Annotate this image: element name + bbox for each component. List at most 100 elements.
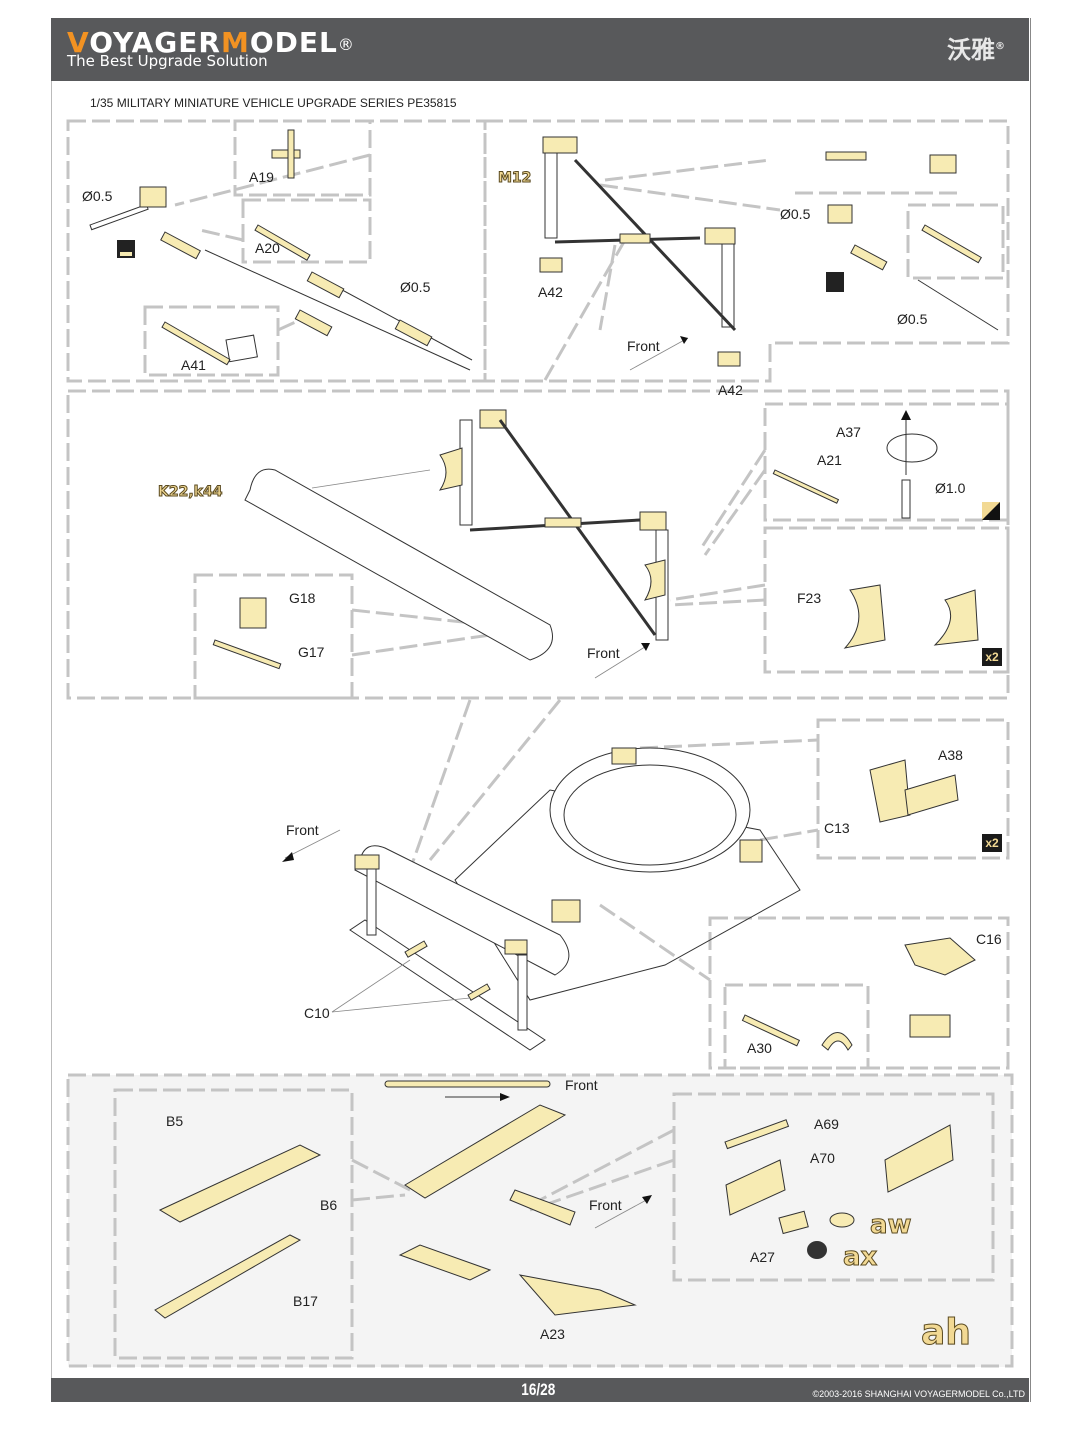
part-label-k22: K22,k44 — [157, 484, 223, 501]
m12-sleeve — [619, 233, 651, 244]
callout-lines-right — [599, 738, 819, 982]
section-frames — [66, 119, 1014, 1368]
part-a20-right — [921, 224, 982, 264]
rack-bracket-right — [504, 939, 528, 955]
sleeve-right — [850, 244, 888, 271]
turret-ring-inner — [563, 764, 737, 866]
brand-text-odel: ODEL — [249, 26, 338, 59]
part-a70-shape — [725, 1159, 786, 1216]
part-label-c10: C10 — [304, 1005, 330, 1021]
frame-f23 — [763, 526, 1010, 674]
part-a42-right-shape — [717, 351, 741, 367]
part-label-b5: B5 — [166, 1113, 184, 1129]
part-label-f23: F23 — [797, 590, 822, 606]
brand-tagline: The Best Upgrade Solution — [67, 52, 268, 70]
front-arrow-head-4 — [642, 1195, 652, 1204]
part-a38-mounted — [611, 747, 637, 765]
part-f23-shape — [843, 584, 886, 649]
bracket-left — [139, 186, 167, 208]
sleeve-mid-1 — [306, 271, 345, 299]
callout-lines-section4 — [351, 1128, 675, 1212]
m12-diagonal-rod — [573, 158, 737, 332]
frame-sleeve — [544, 517, 582, 528]
turret-ring-outer — [549, 747, 751, 873]
part-b6-grate — [158, 1144, 322, 1223]
brand-text-oyager: OYAGER — [89, 26, 221, 59]
rod-long-2 — [319, 277, 473, 361]
part-c10-a — [404, 940, 428, 958]
frame-a38 — [816, 718, 1010, 860]
part-label-a21: A21 — [817, 452, 842, 468]
frame-a19 — [233, 119, 372, 197]
frame-b5 — [113, 1088, 354, 1360]
front-label-3: Front — [286, 822, 319, 838]
bracket-right-top — [929, 154, 957, 174]
part-a69-shape — [724, 1119, 790, 1150]
callout-lines-section1 — [174, 153, 781, 381]
part-a21-shape — [772, 469, 840, 504]
m12-bracket-top-left — [542, 136, 578, 154]
part-a27-shape — [778, 1210, 809, 1235]
part-label-ax: ax — [842, 1242, 878, 1273]
part-a30-shape — [741, 1014, 801, 1047]
sleeve-left — [160, 231, 201, 260]
part-label-m12: M12 — [497, 170, 532, 187]
box-left — [398, 1244, 492, 1281]
brand-logo: VOYAGERMODEL® — [67, 28, 355, 58]
frame-section1-right — [483, 119, 1010, 383]
rod-label-right-top: Ø0.5 — [780, 206, 811, 222]
saddle-left — [438, 447, 463, 491]
hull-outline — [454, 789, 801, 1001]
part-label-a30: A30 — [747, 1040, 772, 1056]
rod-right — [917, 279, 999, 331]
rod-label-mid: Ø0.5 — [400, 279, 431, 295]
m12-bracket-right — [704, 227, 736, 245]
part-a42-left-shape — [539, 257, 563, 273]
registered-mark: ® — [337, 35, 355, 54]
leader-c10-b — [331, 997, 471, 1013]
front-arrow-line-1 — [629, 337, 689, 371]
series-subtitle: 1/35 MILITARY MINIATURE VEHICLE UPGRADE … — [90, 96, 457, 110]
strip-front — [384, 1080, 551, 1088]
m12-post-left — [544, 147, 558, 239]
front-arrow-line-4 — [594, 1197, 651, 1229]
section3-parts — [282, 747, 976, 1051]
part-label-a37: A37 — [836, 424, 861, 440]
part-a37-ring — [886, 433, 938, 463]
frame-a69 — [672, 1092, 995, 1282]
part-label-c16: C16 — [976, 931, 1002, 947]
frame-section4 — [66, 1073, 1014, 1368]
part-aw-shape — [829, 1212, 855, 1228]
rack-post-left — [366, 859, 377, 936]
part-label-g17: G17 — [298, 644, 325, 660]
part-label-a70: A70 — [810, 1150, 835, 1166]
rod-label-right-bottom: Ø0.5 — [897, 311, 928, 327]
rack-bracket-left — [354, 854, 380, 870]
tube-mounted — [354, 845, 570, 976]
rod-1-0 — [901, 479, 911, 519]
drill-icon-base — [120, 252, 132, 256]
brand-letter-m: M — [220, 26, 250, 59]
part-c16-shape — [904, 937, 976, 976]
part-c13-mounted — [739, 839, 763, 863]
front-arrow-line-3 — [284, 829, 341, 859]
part-a38-shape — [869, 759, 911, 823]
sleeve-mid-3 — [394, 319, 433, 347]
part-a19-right — [825, 151, 867, 161]
part-a30-mounted — [551, 899, 581, 923]
sleeve-mid-2 — [294, 309, 333, 337]
rack-rail — [349, 919, 546, 1051]
rod-0-5-left — [89, 203, 149, 231]
front-arrow-head-2 — [641, 643, 650, 651]
frame-bracket-top — [479, 409, 507, 429]
part-label-a20: A20 — [255, 240, 280, 256]
front-arrow-head-1 — [680, 336, 688, 344]
a69-assembled — [884, 1124, 954, 1193]
saddle-right — [643, 559, 666, 601]
part-label-a42-left: A42 — [538, 284, 563, 300]
grate-assembled — [404, 1104, 567, 1199]
front-arrow-head-3 — [282, 852, 294, 862]
part-ax-shape — [807, 1241, 827, 1259]
chinese-registered-mark: ® — [995, 41, 1005, 52]
part-b17-frame — [154, 1234, 302, 1319]
